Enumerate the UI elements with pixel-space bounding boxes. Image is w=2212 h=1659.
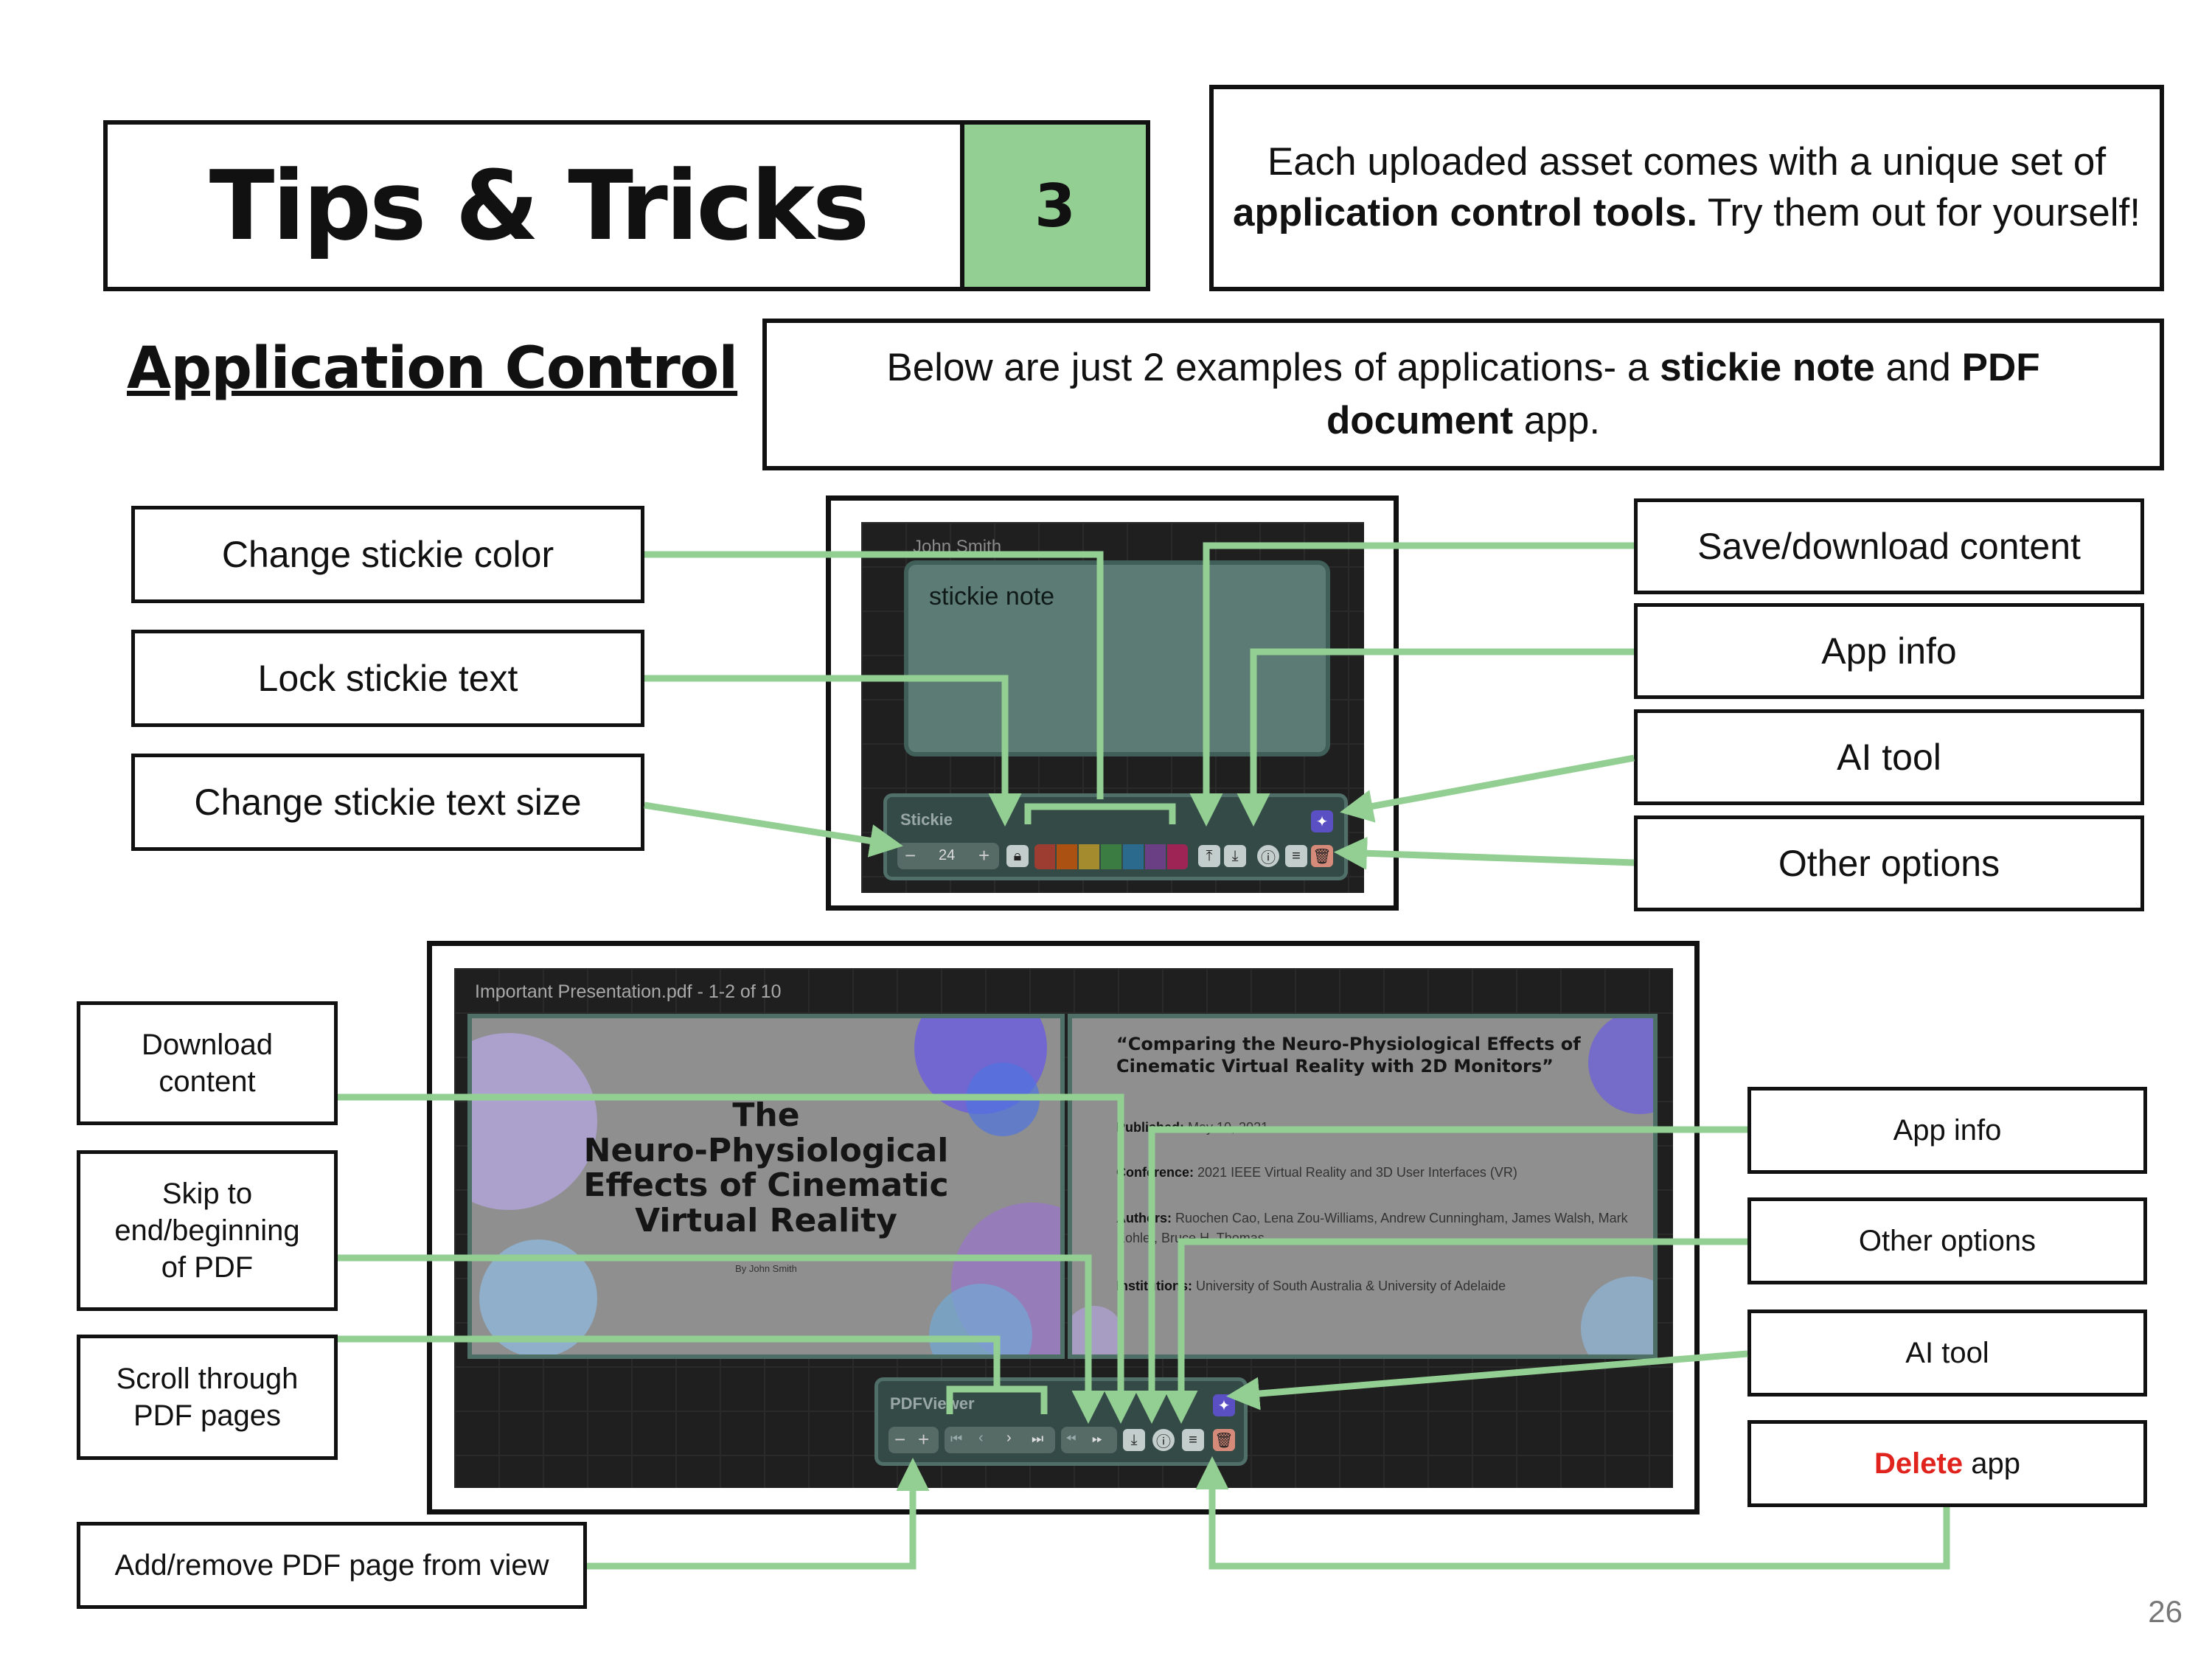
color-swatch[interactable]	[1167, 844, 1188, 869]
arrow-text-size	[644, 801, 903, 858]
font-size-value: 24	[939, 847, 956, 863]
label-stickie-app-info: App info	[1634, 603, 2144, 699]
fast-forward-icon[interactable]: ⏩︎	[1092, 1431, 1103, 1446]
next-icon[interactable]: ›	[1006, 1430, 1012, 1446]
label-pdf-ai-tool: AI tool	[1747, 1310, 2147, 1397]
label-save-download: Save/download content	[1634, 498, 2144, 594]
color-swatch[interactable]	[1057, 844, 1077, 869]
color-swatch[interactable]	[1123, 844, 1144, 869]
stickie-canvas: John Smith stickie note Stickie − 24 + 🔒…	[861, 522, 1364, 893]
arrow-add-remove	[587, 1458, 930, 1570]
stickie-screenshot-frame: John Smith stickie note Stickie − 24 + 🔒…	[826, 495, 1399, 911]
arrow-ai-tool	[1340, 754, 1635, 823]
arrow-download-content	[338, 1093, 1138, 1424]
info-icon[interactable]: ⓘ	[1257, 845, 1279, 867]
stickie-toolbar: Stickie − 24 + 🔒︎ ⤒ ⤓ ⓘ ≡ ✦ 🗑︎	[883, 793, 1348, 880]
plus-icon[interactable]: +	[918, 1428, 930, 1450]
skip-start-icon[interactable]: ⏮︎	[950, 1431, 963, 1446]
menu-icon[interactable]: ≡	[1285, 845, 1307, 867]
pdf-header: Important Presentation.pdf - 1-2 of 10	[475, 981, 782, 1002]
jump-group: ⏪︎ ⏩︎	[1061, 1427, 1117, 1453]
arrow-pdf-ai-tool	[1226, 1350, 1748, 1411]
color-swatch[interactable]	[1145, 844, 1166, 869]
label-pdf-other-options: Other options	[1747, 1197, 2147, 1284]
minus-icon[interactable]: −	[905, 844, 917, 866]
section-title: Application Control	[127, 335, 738, 402]
minus-icon[interactable]: −	[894, 1428, 906, 1450]
info-icon[interactable]: ⓘ	[1152, 1429, 1175, 1451]
label-stickie-other-options: Other options	[1634, 815, 2144, 911]
page-count-stepper[interactable]: − +	[888, 1427, 939, 1453]
arrow-lock	[644, 675, 1022, 827]
prev-icon[interactable]: ‹	[978, 1430, 984, 1446]
download-icon[interactable]: ⤓	[1123, 1429, 1145, 1451]
label-pdf-app-info: App info	[1747, 1087, 2147, 1174]
arrow-pdf-other-options	[1164, 1238, 1747, 1424]
sparkle-icon[interactable]: ✦	[1311, 810, 1333, 832]
arrow-pdf-app-info	[1135, 1126, 1747, 1424]
lock-icon[interactable]: 🔒︎	[1006, 845, 1029, 867]
label-stickie-ai-tool: AI tool	[1634, 709, 2144, 805]
examples-text: Below are just 2 examples of application…	[886, 346, 2040, 442]
page-title: Tips & Tricks	[209, 150, 870, 262]
decor-blobs-right	[1072, 1018, 1653, 1354]
page-nav-group: ⏮︎ ‹ › ⏭︎	[945, 1427, 1055, 1453]
label-download-content: Download content	[77, 1001, 338, 1125]
intro-callout: Each uploaded asset comes with a unique …	[1209, 85, 2164, 291]
arrow-scroll-bracket	[946, 1385, 1048, 1414]
rewind-icon[interactable]: ⏪︎	[1065, 1431, 1077, 1446]
arrow-skip-end	[338, 1254, 1105, 1424]
stickie-text[interactable]: stickie note	[929, 582, 1055, 611]
intro-text: Each uploaded asset comes with a unique …	[1232, 140, 2141, 234]
pdf-page-right: “Comparing the Neuro-Physiological Effec…	[1068, 1014, 1658, 1359]
arrow-save	[1189, 542, 1634, 827]
label-delete-app: Delete app	[1747, 1420, 2147, 1507]
pdf-canvas: Important Presentation.pdf - 1-2 of 10 T…	[454, 968, 1673, 1488]
trash-icon[interactable]: 🗑︎	[1213, 1429, 1235, 1451]
label-change-stickie-color: Change stickie color	[131, 506, 644, 603]
pdf-toolbar: PDFViewer − + ⏮︎ ‹ › ⏭︎ ⏪︎ ⏩︎ ⤓ ⓘ ≡ ✦ 🗑︎	[874, 1377, 1248, 1466]
label-scroll-pages: Scroll through PDF pages	[77, 1335, 338, 1460]
stickie-toolbar-title: Stickie	[900, 810, 953, 829]
step-number: 3	[960, 125, 1146, 287]
color-swatch[interactable]	[1101, 844, 1121, 869]
pdf-screenshot-frame: Important Presentation.pdf - 1-2 of 10 T…	[427, 941, 1700, 1514]
arrow-delete-app	[1195, 1456, 1950, 1570]
title-banner: Tips & Tricks 3	[103, 120, 1150, 291]
page-number: 26	[2148, 1594, 2183, 1629]
label-change-stickie-text-size: Change stickie text size	[131, 754, 644, 851]
skip-end-icon[interactable]: ⏭︎	[1032, 1431, 1044, 1446]
menu-icon[interactable]: ≡	[1182, 1429, 1204, 1451]
color-swatch[interactable]	[1079, 844, 1099, 869]
download-icon[interactable]: ⤓	[1224, 845, 1246, 867]
label-add-remove-page: Add/remove PDF page from view	[77, 1522, 587, 1609]
arrow-other-options	[1334, 836, 1635, 870]
plus-icon[interactable]: +	[978, 844, 990, 866]
pdf-slide-byline: By John Smith	[735, 1263, 797, 1274]
arrow-scroll-pages	[338, 1335, 1001, 1389]
font-size-stepper[interactable]: − 24 +	[897, 843, 999, 869]
paper-conference: Conference: 2021 IEEE Virtual Reality an…	[1116, 1165, 1517, 1180]
delete-icon[interactable]: 🗑︎	[1311, 845, 1333, 867]
pdf-slide-title: The Neuro-Physiological Effects of Cinem…	[583, 1096, 949, 1239]
upload-icon[interactable]: ⤒	[1198, 845, 1220, 867]
intro-bold: application control tools.	[1232, 191, 1698, 234]
label-lock-stickie-text: Lock stickie text	[131, 630, 644, 727]
stickie-card[interactable]: stickie note	[904, 560, 1330, 757]
label-skip-to-end: Skip to end/beginning of PDF	[77, 1150, 338, 1311]
pdf-toolbar-title: PDFViewer	[890, 1394, 975, 1413]
arrow-change-color	[644, 551, 1104, 799]
pdf-page-left: The Neuro-Physiological Effects of Cinem…	[467, 1014, 1065, 1359]
examples-callout: Below are just 2 examples of application…	[762, 319, 2164, 470]
color-swatches[interactable]	[1034, 844, 1189, 869]
arrow-app-info	[1237, 648, 1634, 827]
decor-blobs-left	[472, 1018, 1060, 1354]
paper-title: “Comparing the Neuro-Physiological Effec…	[1116, 1034, 1581, 1077]
arrow-color-bracket	[1024, 803, 1176, 824]
color-swatch[interactable]	[1034, 844, 1055, 869]
